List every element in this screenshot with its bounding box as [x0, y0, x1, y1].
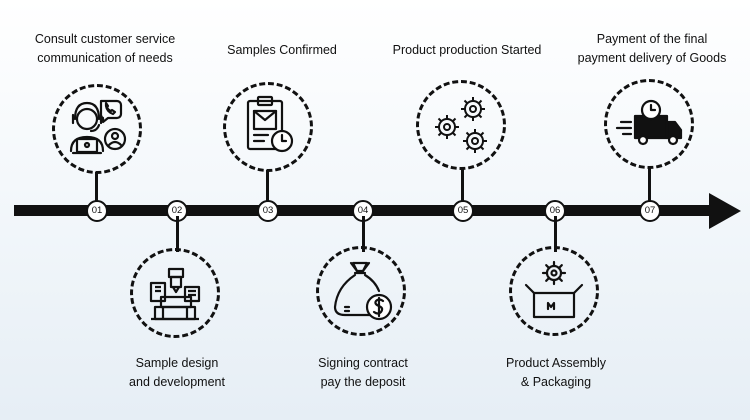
step-01-connector: [95, 172, 98, 206]
step-06-connector: [554, 216, 557, 252]
step-02-connector: [176, 216, 179, 252]
step-07-number: 07: [639, 200, 661, 222]
customer-service-icon: [69, 99, 127, 155]
step-05-number: 05: [452, 200, 474, 222]
step-01-circle: [52, 84, 142, 174]
money-bag-icon: [333, 261, 393, 321]
step-05-label: Product production Started: [392, 43, 542, 57]
timeline-arrowhead: [709, 193, 741, 229]
step-02-circle: [130, 248, 220, 338]
step-03-number: 03: [257, 200, 279, 222]
delivery-truck-icon: [615, 99, 683, 146]
step-06-circle: [509, 246, 599, 336]
step-06-label: Product Assembly& Packaging: [505, 356, 607, 389]
step-03-label: Samples Confirmed: [227, 43, 337, 57]
step-07-circle: [604, 79, 694, 169]
step-04-circle: [316, 246, 406, 336]
clipboard-clock-icon: [246, 95, 294, 153]
step-07-connector: [648, 167, 651, 206]
step-05-connector: [461, 168, 464, 206]
step-05-circle: [416, 80, 506, 170]
sample-machine-icon: [149, 267, 201, 321]
step-03-circle: [223, 82, 313, 172]
gears-icon: [435, 97, 487, 153]
box-gear-icon: [524, 260, 584, 319]
step-01-number: 01: [86, 200, 108, 222]
step-03-connector: [266, 170, 269, 206]
step-04-connector: [362, 216, 365, 252]
